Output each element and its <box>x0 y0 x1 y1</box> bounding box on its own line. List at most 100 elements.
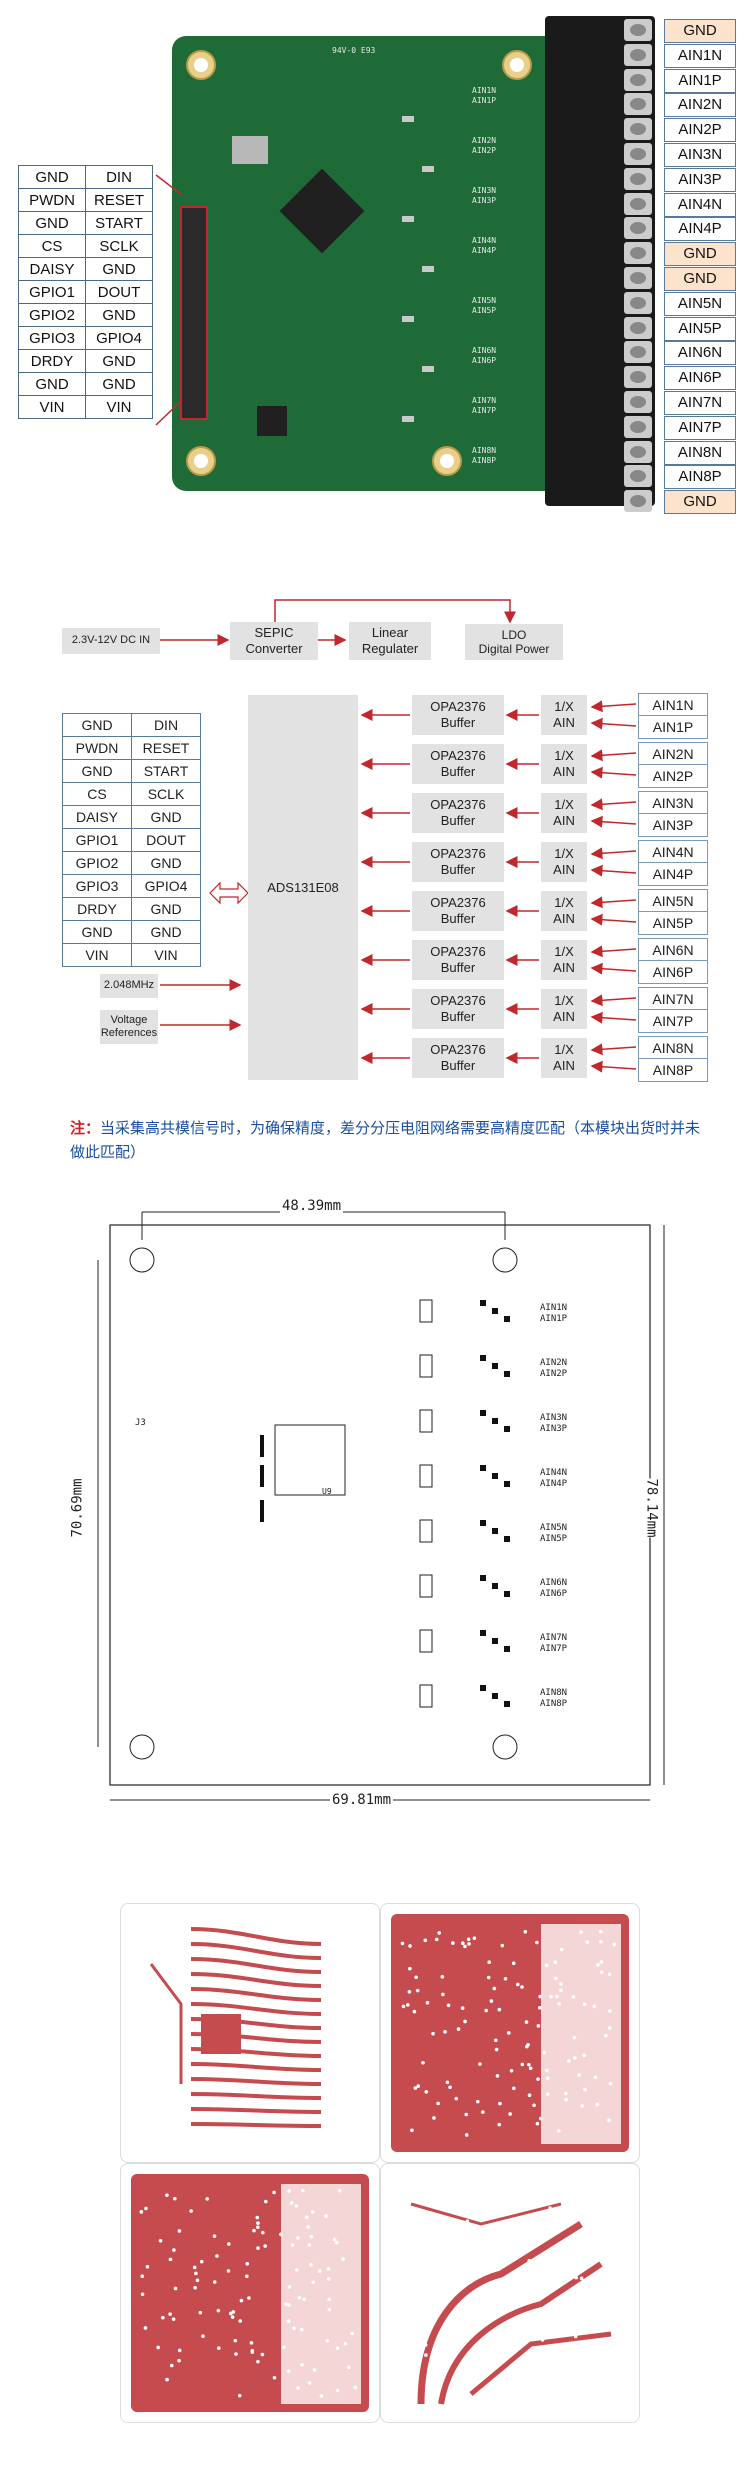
dim-top: 48.39mm <box>280 1198 344 1214</box>
pin-cell: VIN <box>85 395 153 419</box>
mech-ain-label: AIN3P <box>540 1424 568 1434</box>
pin-cell: GND <box>85 372 153 396</box>
terminal-screw <box>624 19 652 41</box>
pin-cell: GPIO1 <box>62 828 132 852</box>
pin-cell: DRDY <box>62 897 132 921</box>
divider-block: 1/X AIN <box>541 891 587 931</box>
mech-hole <box>492 1247 518 1273</box>
mech-ain-label: AIN2P <box>540 1369 568 1379</box>
ain-label: AIN3P <box>638 813 708 837</box>
inner-plane-layer-2 <box>131 2174 369 2412</box>
terminal-label: AIN4P <box>664 217 736 242</box>
ain-label: AIN5N <box>638 889 708 913</box>
silk-ain-label: AIN8N <box>472 446 497 455</box>
silk-ain-label: AIN5P <box>472 306 497 315</box>
terminal-label: GND <box>664 267 736 291</box>
inner-plane-layer-1 <box>391 1914 629 2152</box>
terminal-label: AIN5N <box>664 291 736 316</box>
terminal-screw <box>624 143 652 165</box>
silk-ain-label: AIN3N <box>472 186 497 195</box>
silk-ain-label: AIN7N <box>472 396 497 405</box>
pin-cell: SCLK <box>85 234 153 258</box>
terminal-label: AIN7N <box>664 391 736 415</box>
layer-inner-gnd <box>380 1903 640 2163</box>
ain-label: AIN8N <box>638 1036 708 1060</box>
terminal-label: AIN2N <box>664 93 736 118</box>
silk-ain-label: AIN1N <box>472 86 497 95</box>
terminal-label: AIN1P <box>664 68 736 93</box>
mech-hole <box>129 1734 155 1760</box>
terminal-screw <box>624 167 652 190</box>
pin-cell: DOUT <box>131 828 201 852</box>
pin-cell: DRDY <box>18 349 86 373</box>
clock-block: 2.048MHz <box>100 974 158 998</box>
silk-ain-label: AIN1P <box>472 96 497 105</box>
bottom-copper-layer <box>391 2174 629 2412</box>
pin-cell: GND <box>85 257 153 281</box>
block-diagram: 2.3V-12V DC IN SEPIC Converter Linear Re… <box>0 570 750 1100</box>
terminal-label: GND <box>664 242 736 267</box>
note-label: 注： <box>70 1120 101 1137</box>
sepic-converter-block: SEPIC Converter <box>230 622 318 660</box>
dc-in-block: 2.3V-12V DC IN <box>62 628 160 654</box>
pin-cell: DOUT <box>85 280 153 304</box>
terminal-screw <box>624 242 652 265</box>
u9-label: U9 <box>322 1487 332 1496</box>
smd-part <box>402 216 414 222</box>
ain-label: AIN2N <box>638 742 708 766</box>
silk-ain-label: AIN4P <box>472 246 497 255</box>
ain-label: AIN2P <box>638 764 708 788</box>
terminal-label: AIN3P <box>664 167 736 192</box>
pin-cell: CS <box>62 782 132 806</box>
pin-cell: GND <box>85 303 153 327</box>
ain-label: AIN5P <box>638 911 708 935</box>
terminal-screw <box>624 291 652 314</box>
opamp-buffer-block: OPA2376 Buffer <box>412 744 504 784</box>
mech-ain-label: AIN1N <box>540 1303 568 1313</box>
terminal-label: AIN2P <box>664 118 736 143</box>
terminal-screw <box>624 192 652 215</box>
ain-label: AIN4N <box>638 840 708 864</box>
terminal-label: AIN8N <box>664 440 736 465</box>
divider-block: 1/X AIN <box>541 793 587 833</box>
pin-cell: GND <box>131 805 201 829</box>
pin-cell: START <box>131 759 201 783</box>
pin-cell: GPIO3 <box>62 874 132 898</box>
inductor <box>257 406 287 436</box>
pin-cell: GPIO1 <box>18 280 86 304</box>
divider-block: 1/X AIN <box>541 1038 587 1078</box>
block-diagram-arrows <box>160 599 637 1073</box>
mounting-hole <box>432 446 462 476</box>
j3-label: J3 <box>135 1418 146 1428</box>
layer-bottom <box>380 2163 640 2423</box>
silk-ain-label: AIN2N <box>472 136 497 145</box>
mounting-hole <box>186 446 216 476</box>
divider-block: 1/X AIN <box>541 695 587 735</box>
divider-block: 1/X AIN <box>541 940 587 980</box>
mech-hole <box>492 1734 518 1760</box>
mech-ain-label: AIN6N <box>540 1578 568 1588</box>
smd-part <box>402 316 414 322</box>
terminal-screw <box>624 465 652 488</box>
mech-ain-label: AIN6P <box>540 1589 568 1599</box>
mech-ain-label: AIN4N <box>540 1468 568 1478</box>
terminal-screw <box>624 415 652 438</box>
ain-label: AIN6P <box>638 960 708 984</box>
pin-leader-lines <box>155 174 183 426</box>
terminal-label: AIN6N <box>664 341 736 366</box>
pin-cell: CS <box>18 234 86 258</box>
ain-label: AIN4P <box>638 862 708 886</box>
silk-ain-label: AIN6N <box>472 346 497 355</box>
terminal-screw <box>624 118 652 141</box>
opamp-buffer-block: OPA2376 Buffer <box>412 940 504 980</box>
silk-ain-label: AIN4N <box>472 236 497 245</box>
